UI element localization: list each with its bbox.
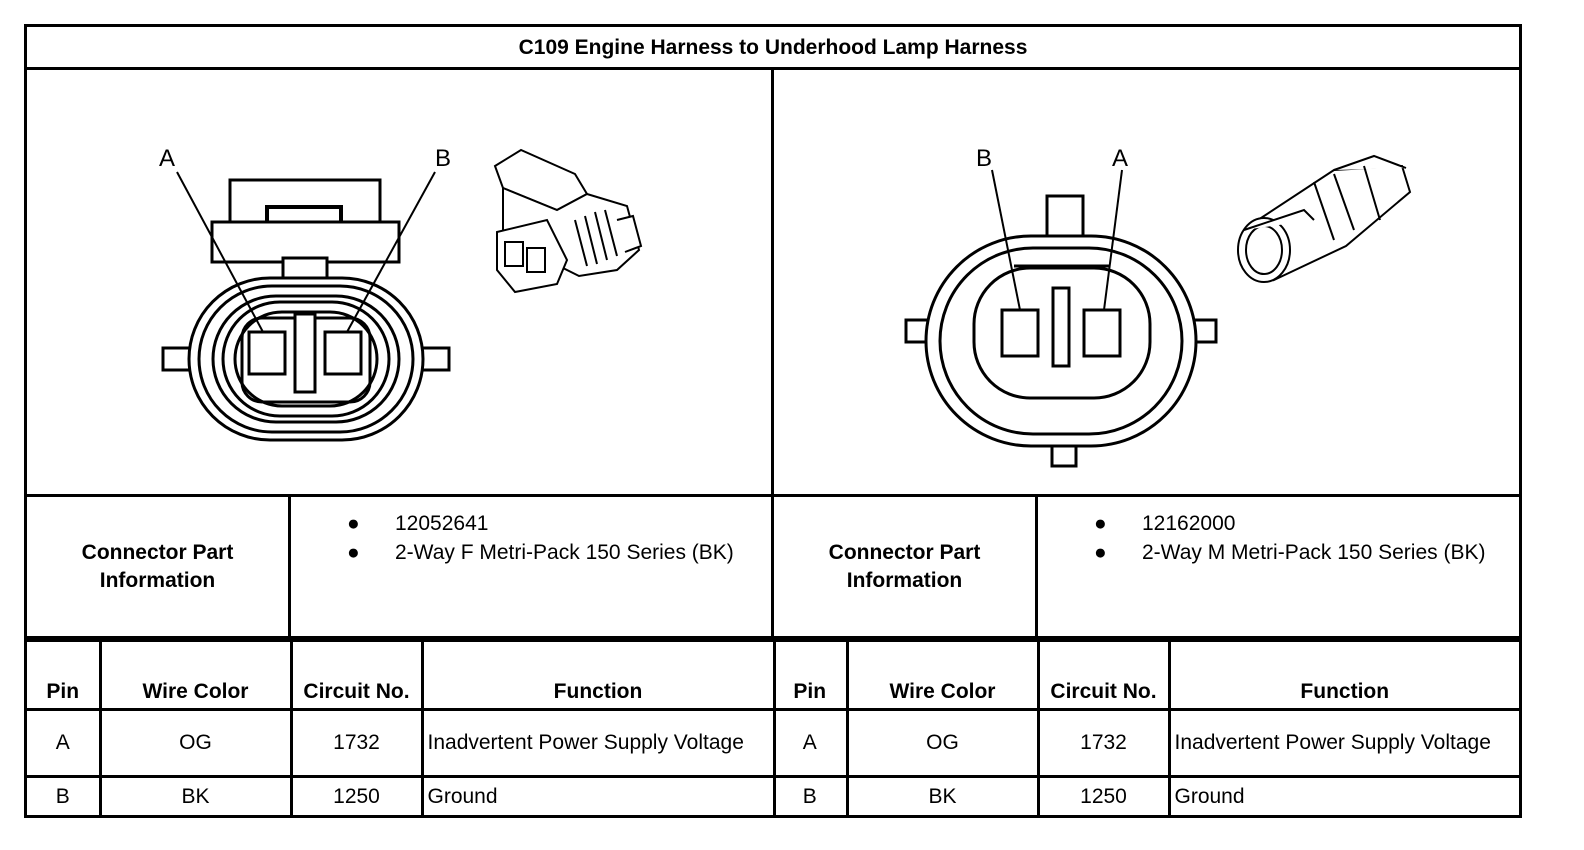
wire-color-header: Wire Color (98, 639, 293, 711)
function-cell: Ground (1167, 775, 1519, 816)
connector-end-view-sheet: C109 Engine Harness to Underhood Lamp Ha… (24, 24, 1522, 818)
wire-color-cell: OG (845, 708, 1040, 778)
circuit-cell: 1732 (1036, 708, 1171, 778)
pinout-table: Pin Wire Color Circuit No. Function A OG… (774, 639, 1519, 816)
circuit-cell: 1732 (289, 708, 424, 778)
part-info-item: ● 2-Way M Metri-Pack 150 Series (BK) (1038, 538, 1519, 567)
wire-color-cell: BK (98, 775, 293, 816)
wire-color-cell: BK (845, 775, 1040, 816)
bullet-icon: ● (347, 512, 360, 535)
function-header: Function (420, 639, 776, 711)
circuit-cell: 1250 (289, 775, 424, 816)
pin-header: Pin (774, 639, 849, 711)
female-connector-iso-icon (493, 148, 643, 294)
table-row: B BK 1250 Ground (774, 775, 1519, 816)
connector-part-info-list: ● 12162000 ● 2-Way M Metri-Pack 150 Series… (1038, 497, 1519, 636)
bullet-icon: ● (1094, 541, 1107, 564)
connector-part-info-list: ● 12052641 ● 2-Way F Metri-Pack 150 Series… (291, 497, 774, 636)
table-row: B BK 1250 Ground (27, 775, 776, 816)
circuit-header: Circuit No. (1036, 639, 1171, 711)
pin-cell: B (27, 775, 102, 816)
part-number: 12162000 (1142, 512, 1236, 535)
pin-cell: A (27, 708, 102, 778)
part-info-item: ● 2-Way F Metri-Pack 150 Series (BK) (291, 538, 771, 567)
circuit-cell: 1250 (1036, 775, 1171, 816)
bullet-icon: ● (347, 541, 360, 564)
circuit-header: Circuit No. (289, 639, 424, 711)
female-connector-face-view: A B (159, 145, 643, 442)
connector-part-info-row: Connector Part Information ● 12052641 ● 2-… (27, 494, 1519, 639)
callout-label: A (1112, 145, 1128, 172)
male-connector-face-view: B A (904, 145, 1412, 468)
male-connector-diagram: B A (774, 70, 1519, 494)
function-header: Function (1167, 639, 1519, 711)
connector-part-info-label: Connector Part Information (774, 497, 1038, 636)
wire-color-header: Wire Color (845, 639, 1040, 711)
pin-cell: A (774, 708, 849, 778)
part-info-item: ● 12052641 (291, 509, 771, 538)
function-cell: Inadvertent Power Supply Voltage (1167, 708, 1519, 778)
function-cell: Inadvertent Power Supply Voltage (420, 708, 776, 778)
female-connector-diagram: A B (27, 70, 774, 494)
table-row: A OG 1732 Inadvertent Power Supply Volta… (774, 708, 1519, 778)
callout-label: B (435, 145, 451, 172)
pin-cell: B (774, 775, 849, 816)
part-number: 12052641 (395, 512, 489, 535)
part-info-item: ● 12162000 (1038, 509, 1519, 538)
table-row: A OG 1732 Inadvertent Power Supply Volta… (27, 708, 776, 778)
wire-color-cell: OG (98, 708, 293, 778)
part-description: 2-Way M Metri-Pack 150 Series (BK) (1142, 541, 1486, 564)
pinout-table: Pin Wire Color Circuit No. Function A OG… (27, 639, 776, 816)
callout-label: A (159, 145, 175, 172)
function-cell: Ground (420, 775, 776, 816)
page-title: C109 Engine Harness to Underhood Lamp Ha… (27, 27, 1519, 70)
connector-part-info-label: Connector Part Information (27, 497, 291, 636)
pin-header: Pin (27, 639, 102, 711)
part-description: 2-Way F Metri-Pack 150 Series (BK) (395, 541, 734, 564)
bullet-icon: ● (1094, 512, 1107, 535)
callout-label: B (976, 145, 992, 172)
male-connector-iso-icon (1237, 154, 1412, 283)
